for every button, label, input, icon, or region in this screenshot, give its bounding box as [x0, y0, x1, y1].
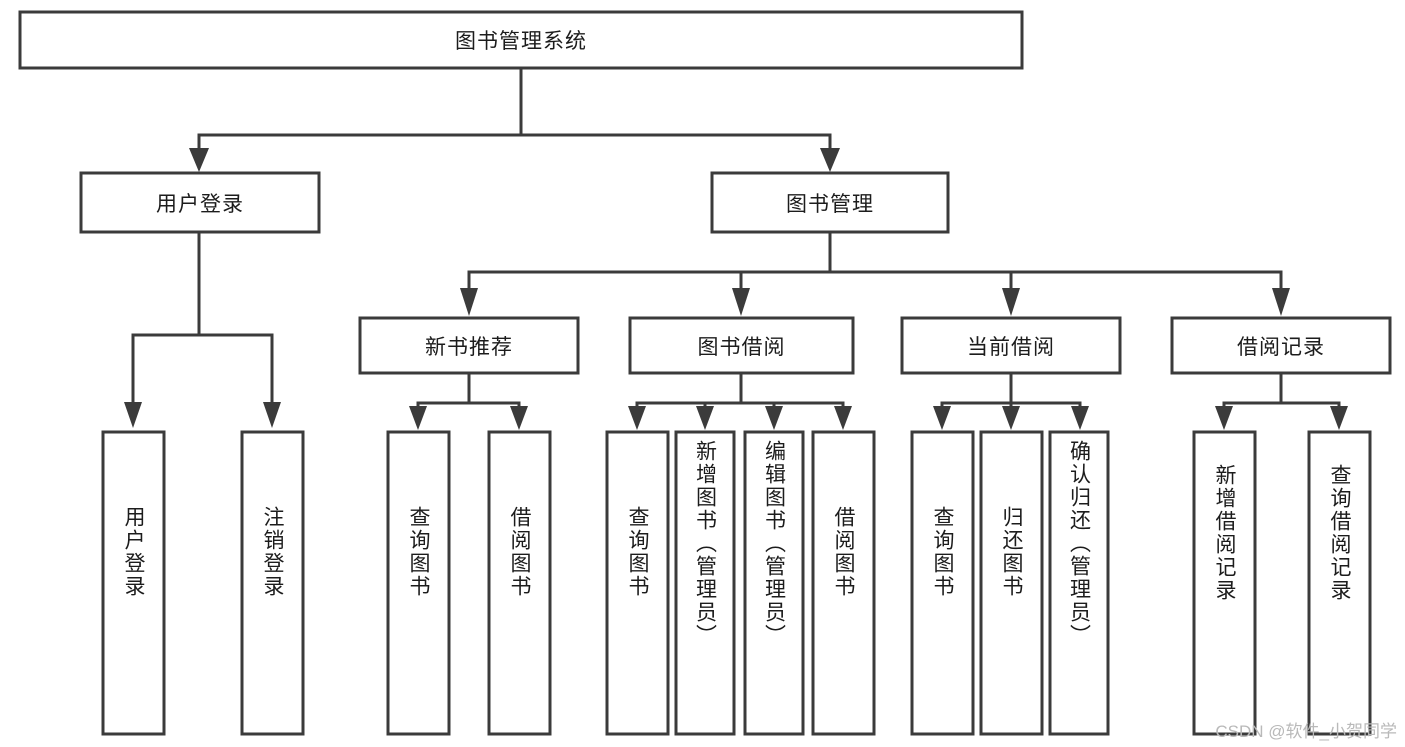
node-box-book-manage[interactable] [710, 171, 950, 234]
node-box-leaf-user-login[interactable] [101, 430, 166, 736]
node-box-book-borrow[interactable] [628, 316, 855, 375]
arrow-head-user-login [189, 148, 209, 172]
arrow-head-leaf-borrow-book-1 [510, 406, 528, 430]
node-box-current-borrow[interactable] [900, 316, 1122, 375]
node-box-leaf-user-logout[interactable] [240, 430, 305, 736]
node-box-user-login[interactable] [79, 171, 321, 234]
node-box-borrow-record[interactable] [1170, 316, 1392, 375]
arrow-head-leaf-user-logout [263, 402, 281, 428]
arrow-head-leaf-user-login [124, 402, 142, 428]
connector-group-user-login [124, 230, 281, 428]
node-box-leaf-return-book[interactable] [979, 430, 1044, 736]
arrow-head-leaf-edit-book [765, 406, 783, 430]
arrow-head-leaf-query-book-2 [628, 406, 646, 430]
arrow-head-new-book-recommend [460, 288, 478, 316]
arrow-head-leaf-borrow-book-2 [834, 406, 852, 430]
connector-group-new-book-recommend [409, 371, 528, 430]
arrow-head-borrow-record [1272, 288, 1290, 316]
node-box-leaf-borrow-book-1[interactable] [487, 430, 552, 736]
node-box-leaf-add-book[interactable] [674, 430, 736, 736]
arrow-head-leaf-query-record [1330, 406, 1348, 430]
node-box-leaf-query-book-2[interactable] [605, 430, 670, 736]
node-box-leaf-query-book-3[interactable] [910, 430, 975, 736]
node-box-leaf-add-record[interactable] [1192, 430, 1257, 736]
arrow-head-current-borrow [1002, 288, 1020, 316]
arrow-head-leaf-add-record [1215, 406, 1233, 430]
node-box-leaf-query-record[interactable] [1307, 430, 1372, 736]
arrow-head-leaf-query-book-1 [409, 406, 427, 430]
node-box-root[interactable] [18, 10, 1024, 70]
connector-group-borrow-record [1215, 371, 1348, 430]
connector-group-book-manage [460, 230, 1290, 316]
node-box-leaf-confirm-return[interactable] [1048, 430, 1110, 736]
connector-group-current-borrow [933, 371, 1089, 430]
connector-group-root [189, 66, 840, 172]
connector-group-book-borrow [628, 371, 852, 430]
arrow-head-leaf-return-book [1002, 406, 1020, 430]
arrow-head-leaf-confirm-return [1071, 406, 1089, 430]
node-box-new-book-recommend[interactable] [358, 316, 580, 375]
arrow-head-leaf-query-book-3 [933, 406, 951, 430]
node-box-leaf-query-book-1[interactable] [386, 430, 451, 736]
node-box-leaf-edit-book[interactable] [743, 430, 805, 736]
arrow-head-book-manage [820, 148, 840, 172]
node-box-leaf-borrow-book-2[interactable] [811, 430, 876, 736]
arrow-head-book-borrow [732, 288, 750, 316]
arrow-head-leaf-add-book [696, 406, 714, 430]
